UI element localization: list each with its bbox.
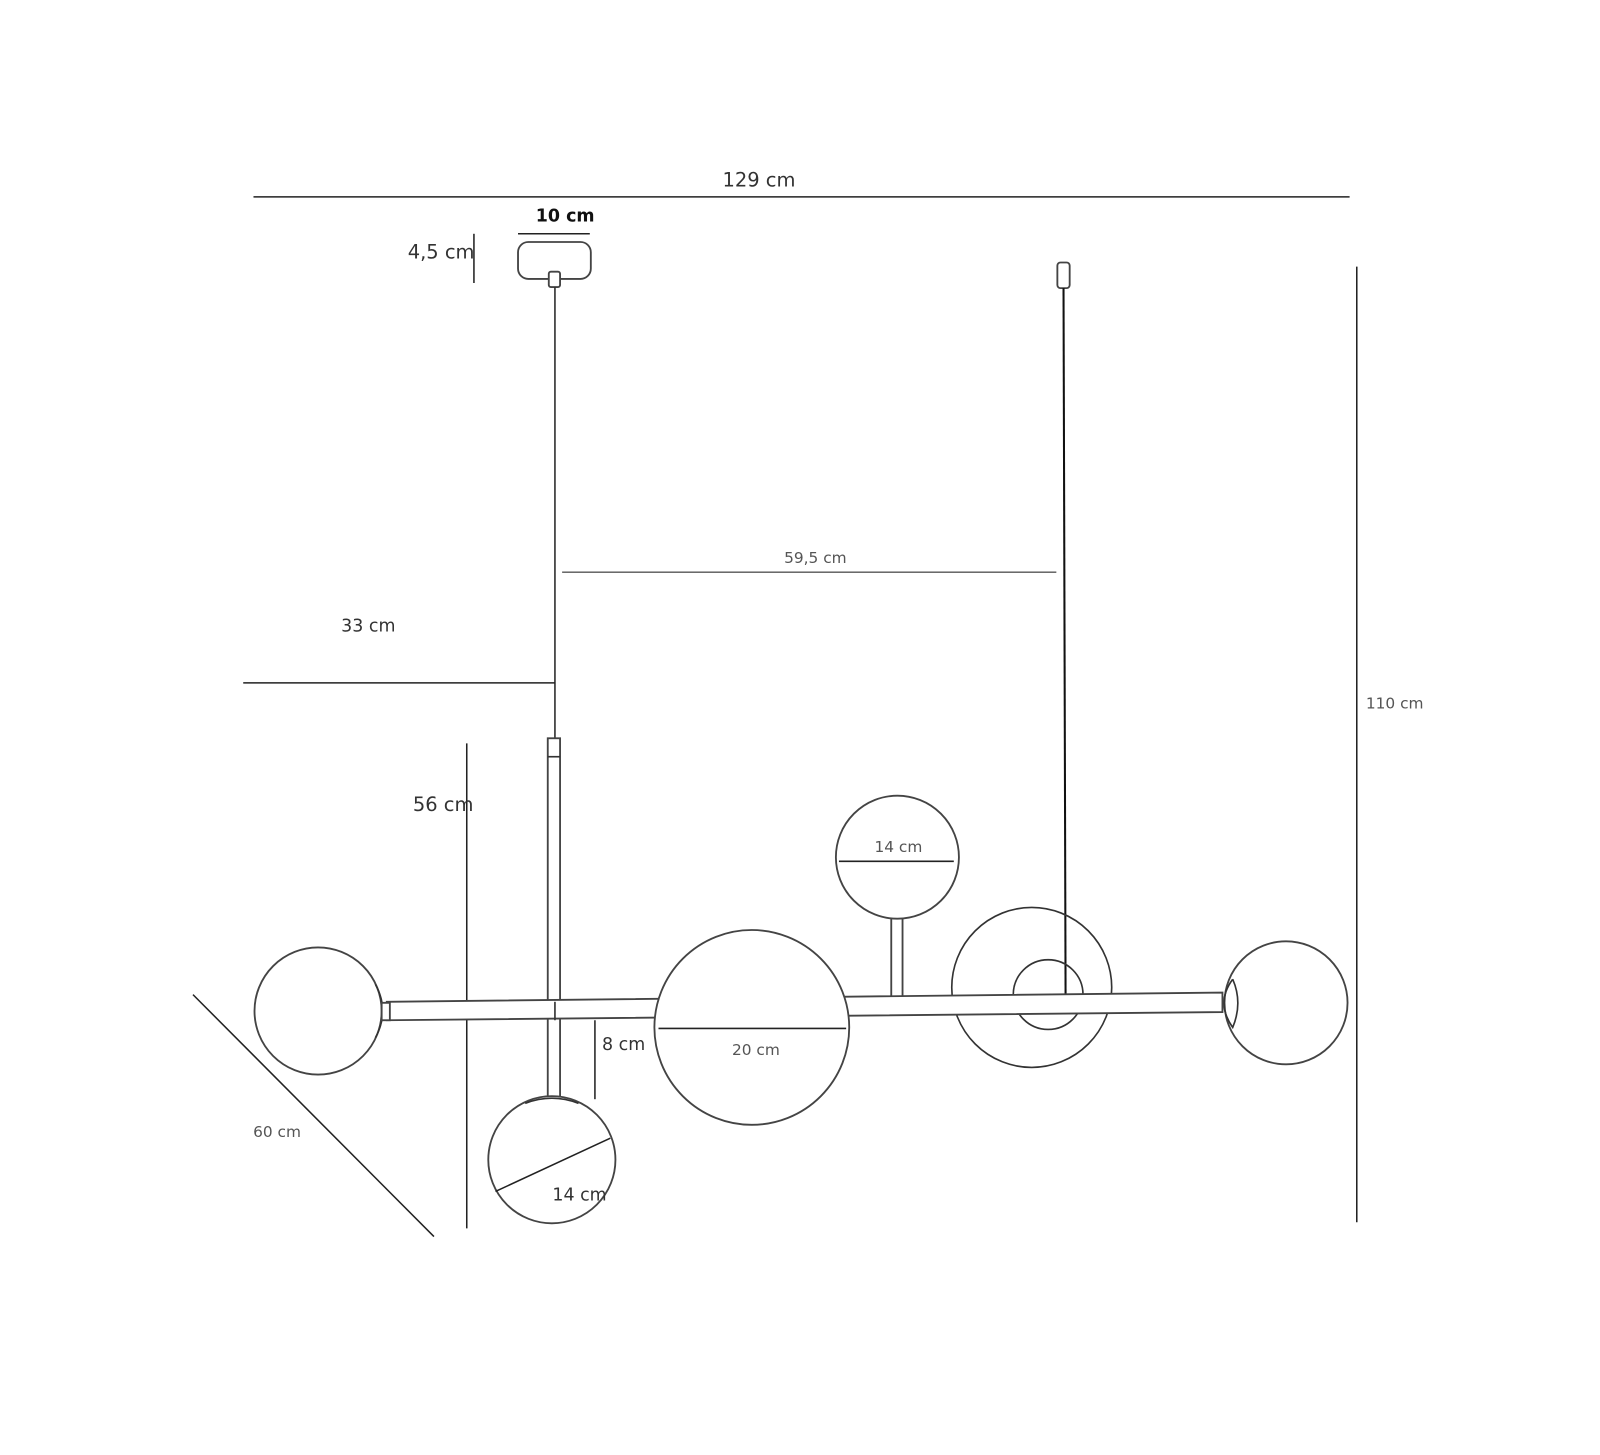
- depth-line: [192, 994, 435, 1238]
- right-globe-socket: [1223, 978, 1239, 1030]
- right-cable-connector: [1056, 261, 1071, 290]
- ring-outer: [950, 906, 1113, 1069]
- left-offset-label: 33 cm: [341, 617, 395, 637]
- top-globe-label: 14 cm: [874, 838, 922, 856]
- bottom-globe: [487, 1095, 617, 1225]
- bottom-globe-cap: [524, 1097, 579, 1105]
- top-globe: [834, 794, 960, 920]
- left-canopy-connector: [547, 270, 561, 289]
- large-globe-label: 20 cm: [732, 1041, 780, 1059]
- stem-drop-label: 8 cm: [602, 1035, 645, 1055]
- canopy-height-label: 4,5 cm: [408, 240, 475, 263]
- cable-spacing-label: 59,5 cm: [784, 549, 847, 567]
- left-globe: [253, 946, 383, 1076]
- right-globe: [1223, 940, 1349, 1066]
- body-height-label: 56 cm: [413, 793, 474, 816]
- top-globe-stem: [890, 916, 904, 1001]
- bottom-globe-diameter-line: [495, 1137, 611, 1193]
- large-globe: [653, 929, 851, 1126]
- left-socket: [380, 1001, 391, 1022]
- depth-label: 60 cm: [253, 1123, 301, 1141]
- canopy-width-label: 10 cm: [536, 206, 595, 226]
- vertical-stem: [546, 737, 561, 1099]
- total-width-label: 129 cm: [722, 169, 795, 192]
- right-cable: [1062, 288, 1067, 995]
- bottom-globe-label: 14 cm: [552, 1186, 606, 1206]
- total-height-label: 110 cm: [1366, 695, 1424, 713]
